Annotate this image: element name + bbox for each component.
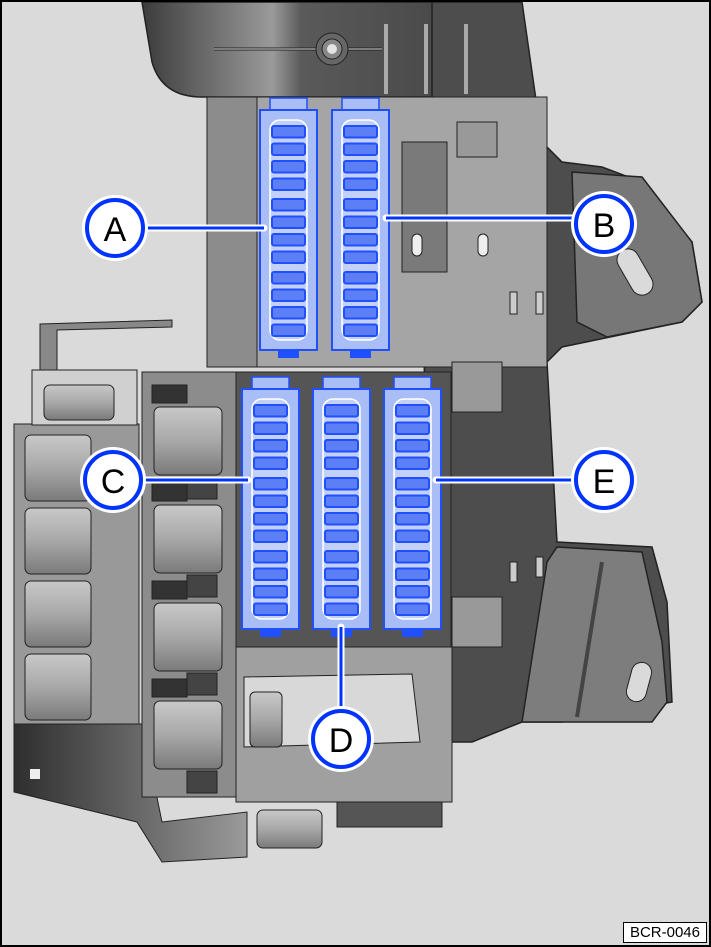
callout-circle bbox=[574, 194, 634, 254]
fuse-slot bbox=[271, 177, 306, 191]
fuse-slot bbox=[343, 323, 378, 337]
fuse-slot bbox=[324, 421, 359, 435]
relay-middle-4 bbox=[153, 700, 223, 770]
fuse-slot bbox=[343, 142, 378, 156]
fuse-slot bbox=[395, 602, 430, 616]
fuse-slot bbox=[395, 404, 430, 418]
fuse-slot bbox=[253, 477, 288, 491]
fuse-slot bbox=[271, 288, 306, 302]
relay-middle-2 bbox=[153, 504, 223, 574]
fuse-holder-b bbox=[331, 97, 390, 358]
fuse-slot bbox=[324, 439, 359, 453]
fuse-slot bbox=[395, 529, 430, 543]
fuse-slot bbox=[395, 477, 430, 491]
fuse-slot bbox=[253, 585, 288, 599]
fuse-slot bbox=[324, 585, 359, 599]
fuse-holder-a bbox=[259, 97, 318, 358]
fuse-slot bbox=[324, 529, 359, 543]
callout-circle bbox=[574, 450, 634, 510]
relay-left-2 bbox=[24, 507, 92, 575]
fuse-slot bbox=[253, 404, 288, 418]
fuse-slot bbox=[324, 404, 359, 418]
callout-circle bbox=[85, 198, 145, 258]
callout-d: D bbox=[308, 623, 374, 772]
fuse-slot bbox=[253, 421, 288, 435]
callout-circle bbox=[311, 709, 371, 769]
fuse-slot bbox=[324, 567, 359, 581]
callout-label: C bbox=[101, 463, 126, 501]
fuse-slot bbox=[271, 233, 306, 247]
fuse-slot bbox=[271, 250, 306, 264]
fuse-slot bbox=[395, 421, 430, 435]
relay-left-3 bbox=[24, 580, 92, 648]
relay-middle-1 bbox=[153, 406, 223, 476]
fuse-holder-d bbox=[312, 376, 371, 637]
fuse-slot bbox=[253, 456, 288, 470]
callout-label: A bbox=[104, 211, 127, 249]
fuse-slot bbox=[395, 456, 430, 470]
fuse-slot bbox=[271, 271, 306, 285]
fuse-slot bbox=[343, 233, 378, 247]
fuse-slot bbox=[253, 439, 288, 453]
fuse-slot bbox=[395, 512, 430, 526]
fuse-holder-c bbox=[241, 376, 300, 637]
fuse-slot bbox=[324, 512, 359, 526]
fuse-slot bbox=[343, 271, 378, 285]
fuse-slot bbox=[395, 567, 430, 581]
fuse-slot bbox=[324, 477, 359, 491]
fuse-slot bbox=[343, 177, 378, 191]
fuse-slot bbox=[395, 585, 430, 599]
callout-e: E bbox=[432, 447, 637, 513]
fuse-slot bbox=[271, 160, 306, 174]
callout-label: E bbox=[593, 463, 616, 501]
fuse-slot bbox=[253, 567, 288, 581]
bracket-upper-left bbox=[39, 319, 173, 371]
callout-label: B bbox=[593, 207, 616, 245]
relay-middle-3 bbox=[153, 602, 223, 672]
fuse-slot bbox=[253, 512, 288, 526]
fuse-slot bbox=[271, 198, 306, 212]
fuse-slot bbox=[324, 602, 359, 616]
fuse-slot bbox=[395, 439, 430, 453]
fuse-slot bbox=[253, 494, 288, 508]
fuse-slot bbox=[343, 125, 378, 139]
fuse-slot bbox=[343, 160, 378, 174]
callout-a: A bbox=[82, 195, 268, 261]
callout-circle bbox=[83, 450, 143, 510]
fuse-slot bbox=[395, 550, 430, 564]
fuse-slot bbox=[343, 215, 378, 229]
fuse-slot bbox=[271, 306, 306, 320]
figure-reference-code: BCR-0046 bbox=[622, 922, 707, 943]
relay-left-1 bbox=[24, 434, 92, 502]
fuse-slot bbox=[253, 602, 288, 616]
fuse-slot bbox=[324, 550, 359, 564]
fuse-slot bbox=[253, 529, 288, 543]
fuse-slot bbox=[343, 198, 378, 212]
callout-b: B bbox=[382, 191, 637, 257]
fuse-slot bbox=[271, 125, 306, 139]
fuse-slot bbox=[343, 288, 378, 302]
relay-left-4 bbox=[24, 653, 92, 721]
callout-c: C bbox=[80, 447, 252, 513]
callout-label: D bbox=[329, 722, 354, 760]
fuse-slot bbox=[324, 456, 359, 470]
fuse-slot bbox=[343, 306, 378, 320]
fuse-holder-e bbox=[383, 376, 442, 637]
fuse-slot bbox=[271, 142, 306, 156]
fuse-slot bbox=[271, 215, 306, 229]
fuse-slot bbox=[343, 250, 378, 264]
fuse-slot bbox=[395, 494, 430, 508]
fuse-slot bbox=[271, 323, 306, 337]
fuse-slot bbox=[324, 494, 359, 508]
fuse-slot bbox=[253, 550, 288, 564]
